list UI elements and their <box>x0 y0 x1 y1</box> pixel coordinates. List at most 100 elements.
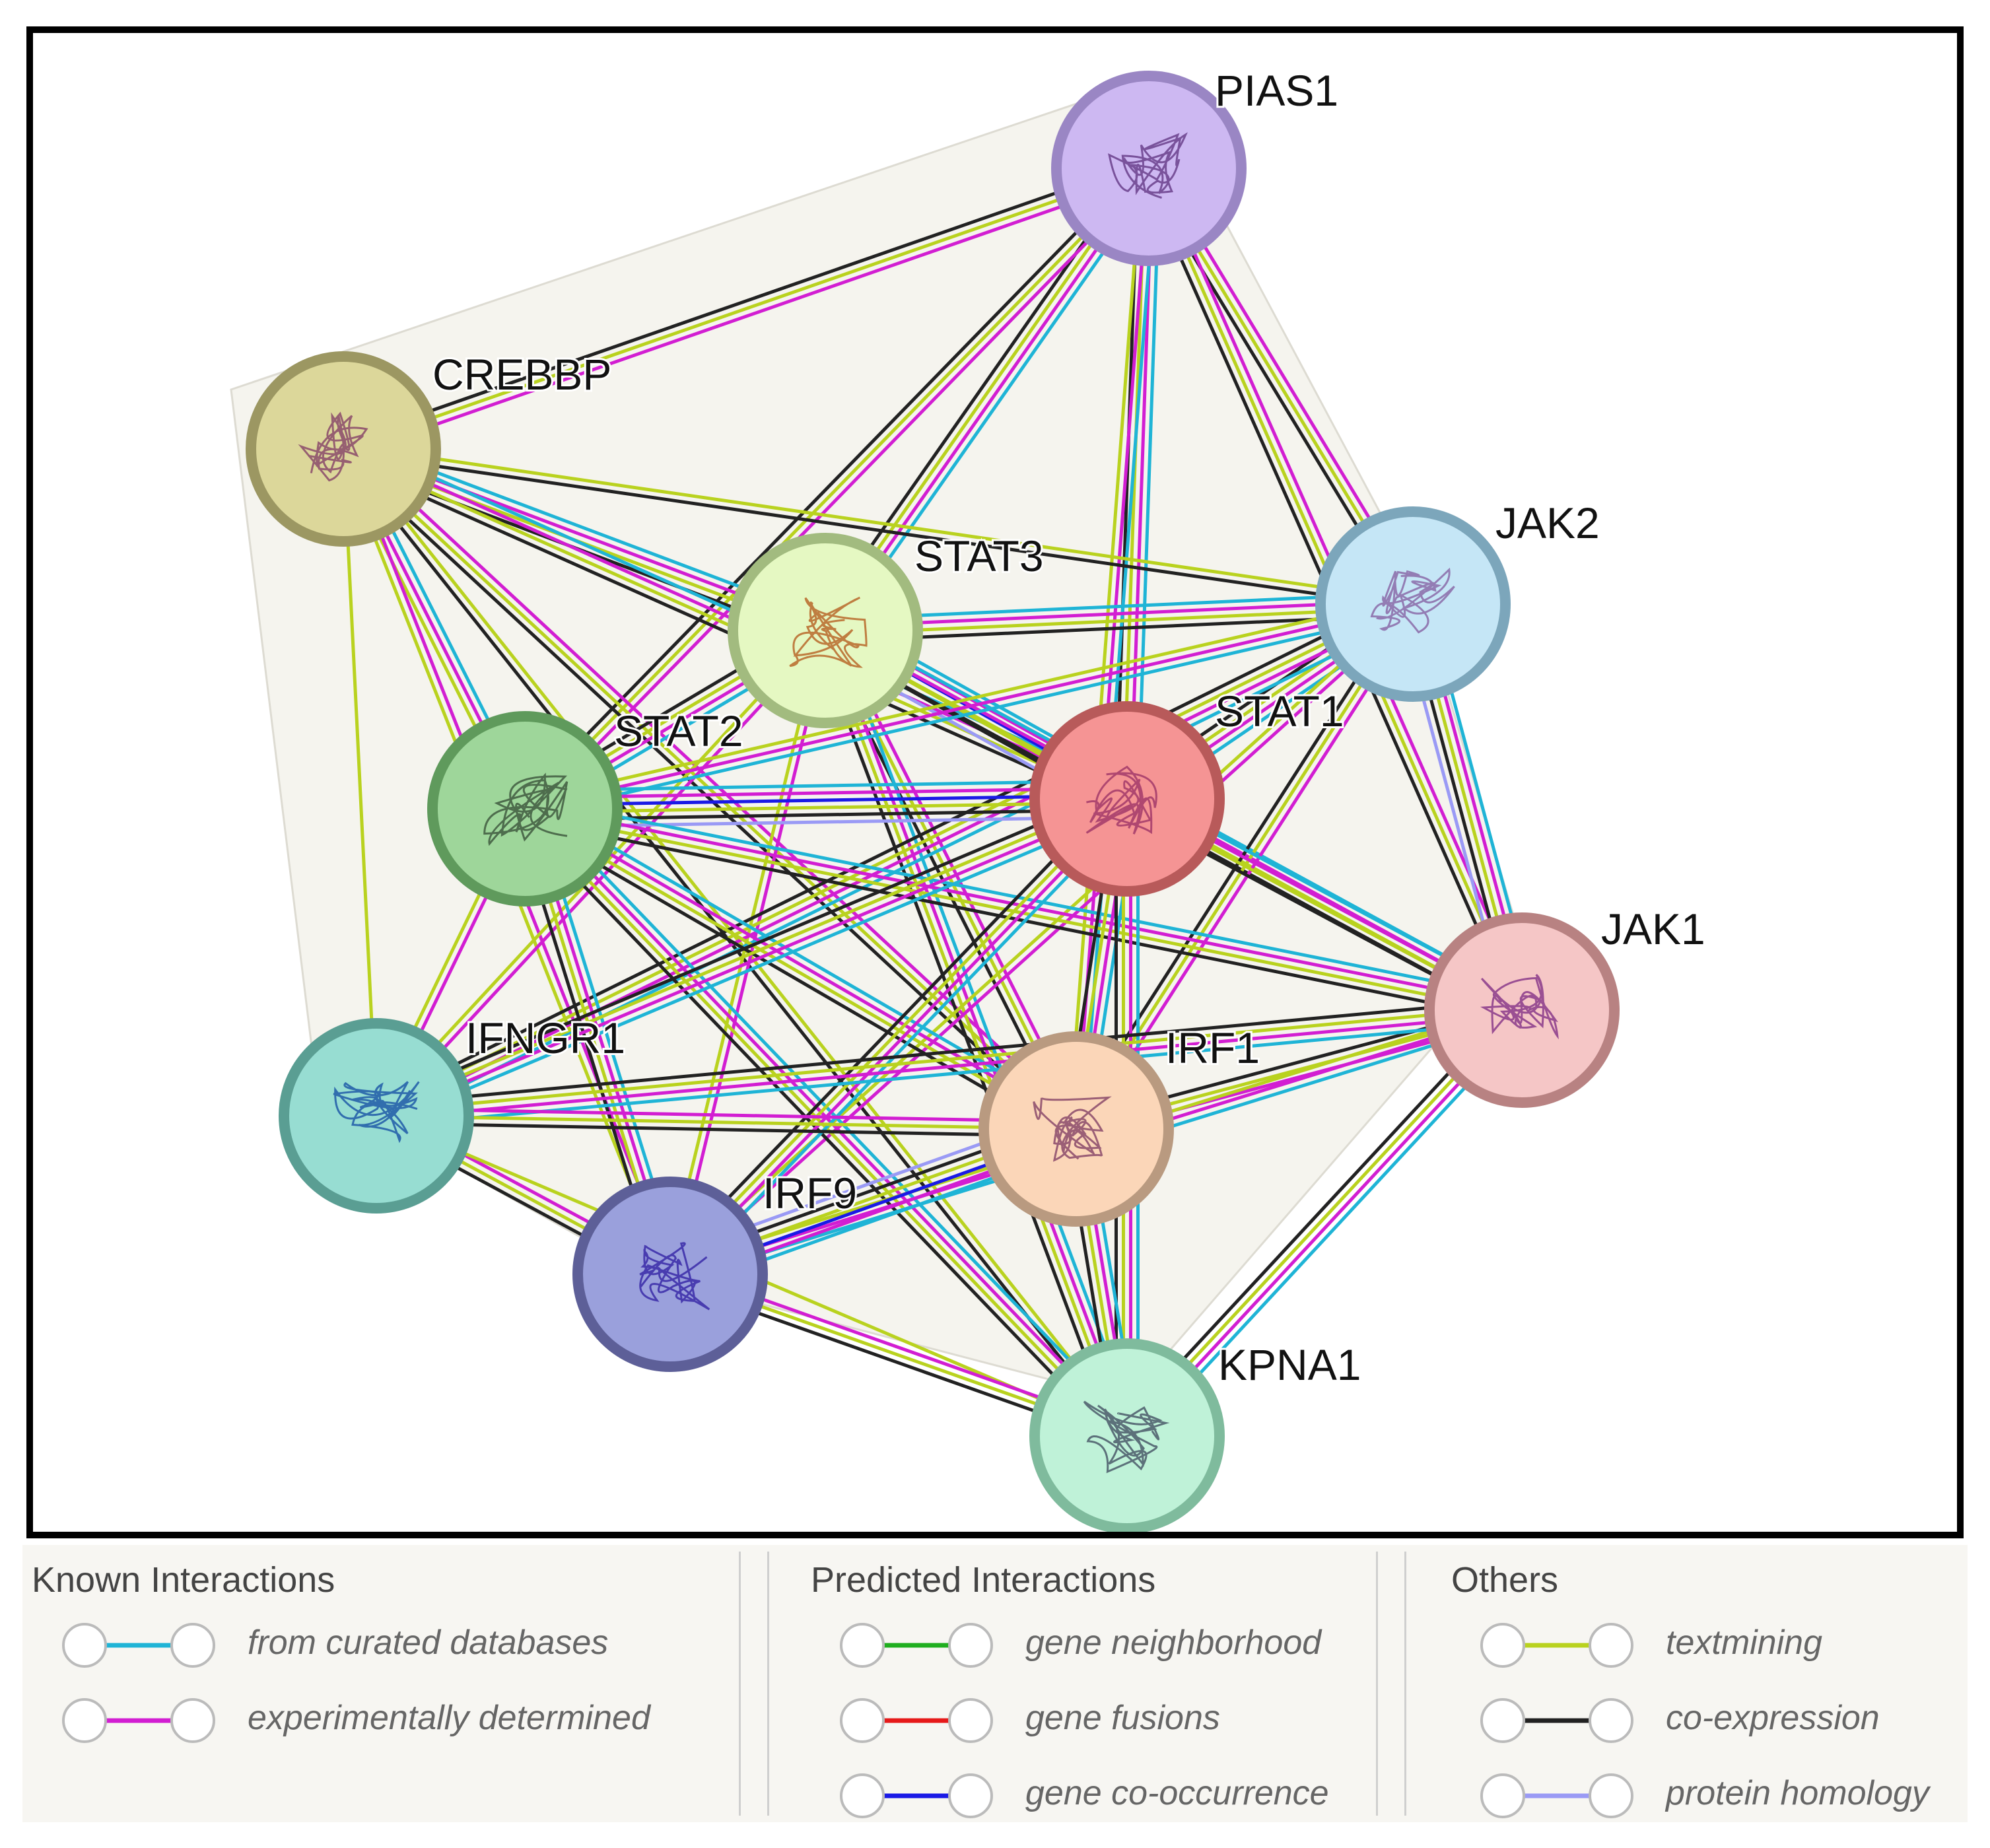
edge-line-textmining <box>522 810 1076 1134</box>
node-ifngr1[interactable]: IFNGR1 <box>279 1011 627 1214</box>
protein-structure-icon <box>483 772 568 846</box>
legend-others-section: Others textmining co-expression pr <box>1422 1545 1968 1822</box>
edge-line-coexpression <box>371 787 1124 1108</box>
edge-line-curated <box>526 609 1416 818</box>
node-crebbp[interactable]: CREBBP <box>246 348 613 547</box>
node-label: STAT1 <box>1215 687 1344 736</box>
legend-label-curated: from curated databases <box>248 1624 609 1662</box>
edge-line-experimental <box>827 629 1132 1435</box>
node-label: IRF1 <box>1165 1023 1260 1072</box>
edge-line-experimental <box>377 800 1130 1121</box>
edge-jak2-stat2[interactable] <box>522 595 1416 818</box>
legend-item-protein-homology: protein homology <box>1478 1769 1966 1822</box>
legend-known-title: Known Interactions <box>32 1560 335 1600</box>
edge-line-coexpression <box>375 998 1521 1107</box>
edge-line-experimental <box>524 786 1127 800</box>
protein-structure-icon <box>639 1242 710 1311</box>
legend-known-section: Known Interactions from curated database… <box>22 1545 742 1822</box>
node-irf1[interactable]: IRF1 <box>978 1021 1262 1227</box>
legend-divider <box>1376 1552 1378 1816</box>
edge-line-coexpression <box>813 633 1118 1441</box>
edge-line-textmining <box>376 1114 1077 1131</box>
edge-line-textmining <box>522 595 1412 804</box>
node-stat1[interactable]: STAT1 <box>1029 685 1346 897</box>
protein-structure-icon <box>1480 974 1559 1040</box>
edge-line-curated <box>530 798 1083 1121</box>
node-circle <box>279 1018 474 1214</box>
protein-structure-icon <box>1033 1096 1112 1162</box>
node-jak1[interactable]: JAK1 <box>1424 903 1707 1108</box>
node-irf9[interactable]: IRF9 <box>572 1167 859 1372</box>
edge-stat1-irf9[interactable] <box>661 790 1136 1283</box>
edge-line-experimental <box>825 599 1413 629</box>
edge-stat1-ifngr1[interactable] <box>371 787 1132 1128</box>
edge-line-textmining <box>1067 167 1144 1129</box>
legend: Known Interactions from curated database… <box>22 1545 1968 1822</box>
edge-jak2-irf9[interactable] <box>666 600 1417 1278</box>
legend-label-coexpression: co-expression <box>1666 1699 1880 1737</box>
edge-line-experimental <box>525 804 1523 1009</box>
legend-swatch-curated <box>62 1623 215 1668</box>
edge-line-coexpression <box>370 592 1409 1108</box>
edge-line-textmining <box>825 605 1414 636</box>
edge-jak1-ifngr1[interactable] <box>375 998 1523 1128</box>
protein-structure-icon <box>789 596 868 668</box>
edge-ifngr1-irf1[interactable] <box>376 1107 1077 1138</box>
node-stat3[interactable]: STAT3 <box>728 530 1046 728</box>
legend-item-gene-cooccurrence: gene co-occurrence <box>837 1769 1385 1822</box>
edge-line-textmining <box>665 629 824 1274</box>
edge-line-coexpression <box>342 450 1413 609</box>
node-circle <box>1029 701 1225 897</box>
edge-line-coexpression <box>376 1121 1076 1138</box>
legend-predicted-section: Predicted Interactions gene neighborhood… <box>788 1545 1389 1822</box>
node-label: IFNGR1 <box>465 1013 625 1062</box>
legend-item-textmining: textmining <box>1478 1619 1966 1672</box>
edge-stat2-stat1[interactable] <box>524 779 1128 829</box>
node-pias1[interactable]: PIAS1 <box>1051 64 1340 266</box>
legend-item-coexpression: co-expression <box>1478 1694 1966 1747</box>
node-label: JAK1 <box>1601 905 1705 953</box>
node-circle <box>572 1177 768 1372</box>
legend-predicted-title: Predicted Interactions <box>811 1560 1156 1600</box>
legend-label-cooccurrence: gene co-occurrence <box>1025 1774 1329 1812</box>
legend-divider <box>1404 1552 1406 1816</box>
node-label: STAT3 <box>914 531 1044 580</box>
node-label: STAT2 <box>614 706 743 755</box>
edge-stat2-irf1[interactable] <box>518 798 1083 1140</box>
node-label: JAK2 <box>1495 498 1600 547</box>
edge-line-textmining <box>374 794 1126 1114</box>
edge-crebbp-jak2[interactable] <box>342 444 1414 609</box>
legend-divider <box>739 1552 741 1816</box>
edge-stat3-kpna1[interactable] <box>813 626 1139 1441</box>
edge-line-curated <box>825 592 1413 622</box>
edge-line-coexpression <box>661 790 1120 1268</box>
legend-swatch-neighborhood <box>840 1623 993 1668</box>
edge-line-coexpression <box>522 817 1521 1023</box>
legend-swatch-cooccurrence <box>840 1773 993 1818</box>
edge-pias1-crebbp[interactable] <box>340 160 1152 458</box>
node-jak2[interactable]: JAK2 <box>1315 496 1602 702</box>
legend-item-experimentally-determined: experimentally determined <box>59 1694 726 1747</box>
legend-swatch-fusions <box>840 1698 993 1743</box>
edge-line-experimental <box>671 605 1417 1278</box>
edge-line-textmining <box>343 444 1414 603</box>
edge-jak2-ifngr1[interactable] <box>370 592 1419 1128</box>
edge-line-curated <box>380 612 1419 1128</box>
legend-label-textmining: textmining <box>1666 1624 1822 1662</box>
edge-crebbp-ifngr1[interactable] <box>341 448 378 1116</box>
edge-line-curated <box>1136 168 1161 800</box>
edge-line-coexpression <box>340 160 1148 444</box>
edge-line-experimental <box>526 804 1080 1128</box>
node-label: IRF9 <box>763 1169 857 1217</box>
edge-line-experimental <box>526 805 1131 1435</box>
protein-structure-icon <box>333 1081 420 1144</box>
edge-line-textmining <box>374 599 1412 1114</box>
legend-swatch-experimental <box>62 1698 215 1743</box>
protein-structure-icon <box>1083 1400 1170 1474</box>
node-kpna1[interactable]: KPNA1 <box>1029 1338 1363 1532</box>
node-circle <box>1051 71 1247 266</box>
edge-line-experimental <box>671 800 1131 1278</box>
node-stat2[interactable]: STAT2 <box>427 704 745 907</box>
